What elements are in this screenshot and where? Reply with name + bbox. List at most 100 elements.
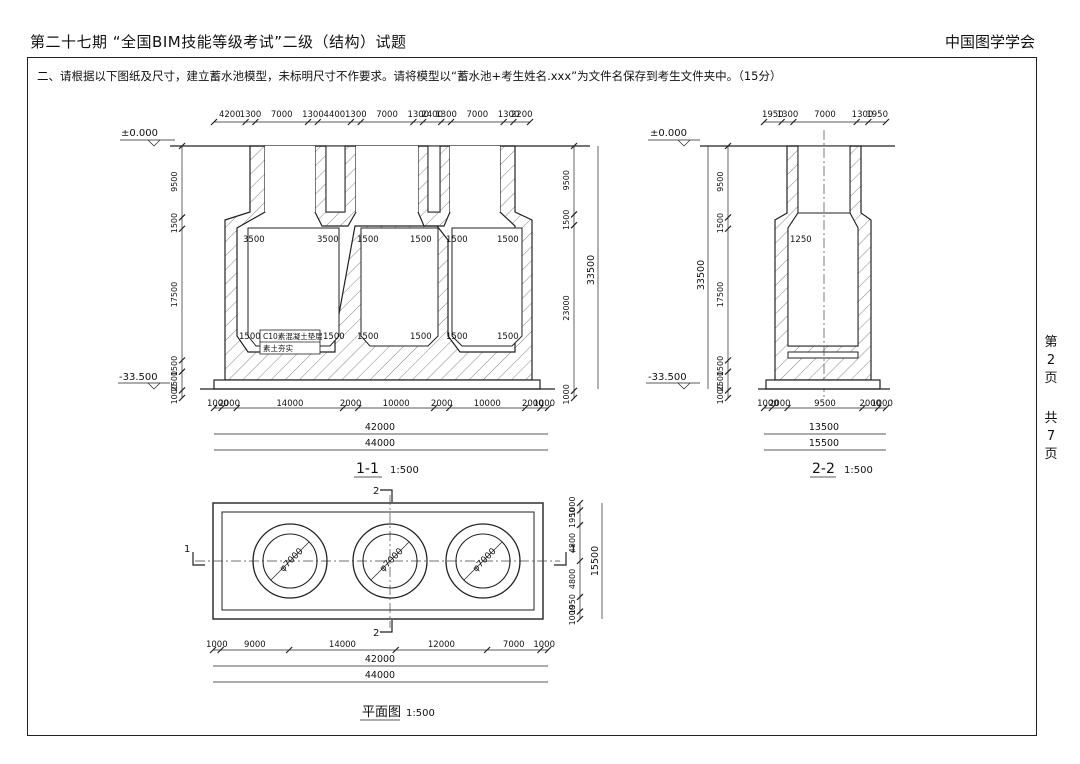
plan-bottom-tick — [536, 646, 544, 654]
s2-left-label-3: 1500 — [716, 356, 725, 376]
s2-left-label-5: 1000 — [716, 384, 725, 404]
s1-bottom-tick — [218, 404, 226, 412]
s1-bottom-label-5: 2000 — [431, 399, 453, 409]
s2-top-tick — [760, 118, 768, 126]
elev-top-2-text: ±0.000 — [650, 128, 687, 139]
chamber-interior-2 — [787, 212, 859, 347]
cut-1-left — [192, 552, 205, 566]
s1-left-label-3: 1500 — [170, 356, 179, 376]
s1-bottom-tick — [445, 404, 453, 412]
chamfer-3: 1500 — [357, 235, 379, 245]
s1-top-label-4: 4400 — [324, 110, 346, 120]
fill-left — [265, 146, 315, 212]
s1-left-label-2: 17500 — [170, 282, 179, 307]
s1-bottom-label-1: 2000 — [218, 399, 240, 409]
s2-top-tick — [853, 118, 861, 126]
plan-bottom-label-4: 7000 — [503, 640, 525, 650]
elevation-bottom-2: -33.500 — [646, 372, 700, 390]
s2-bottom-label-1: 2000 — [769, 399, 791, 409]
s2-top-label-1: 1300 — [777, 110, 799, 120]
plan-bottom-tick — [217, 646, 225, 654]
s2-bottom-tick — [760, 404, 768, 412]
s2-left-label-2: 17500 — [716, 282, 725, 307]
sump-2 — [787, 351, 859, 359]
cut-2-top-label: 2 — [373, 486, 379, 497]
chamfer-4: 1500 — [410, 235, 432, 245]
s1-top-label-11: 1300 — [498, 110, 520, 120]
elev-bottom-2-text: -33.500 — [648, 372, 687, 383]
page-marker-0: 第 — [1044, 335, 1058, 350]
plan-right-tick — [576, 593, 584, 601]
s1-right-tick — [570, 142, 578, 150]
s2-top-label-3: 1300 — [852, 110, 874, 120]
s1-top-label-5: 1300 — [345, 110, 367, 120]
s1-top-label-9: 1300 — [435, 110, 457, 120]
s1-bottom-tick — [544, 404, 552, 412]
plan-right-total: 15500 — [590, 546, 601, 576]
s1-bottom-tick — [339, 404, 347, 412]
s1-top-tick — [251, 118, 259, 126]
s1-top-tick — [419, 118, 427, 126]
s1-top-tick — [210, 118, 218, 126]
plan-bottom-tick — [209, 646, 217, 654]
s1-top-tick — [347, 118, 355, 126]
cut-1-right-label: 1 — [570, 544, 576, 555]
note-line1: C10素混凝土垫层 — [263, 331, 323, 341]
s1-top-tick — [357, 118, 365, 126]
elevation-bottom-1: -33.500 — [118, 372, 170, 390]
s1-left-tick — [178, 225, 186, 233]
chamber-2 — [360, 227, 439, 347]
plan-right-tick — [576, 507, 584, 514]
chamfer-7: 1500 — [239, 332, 261, 342]
s1-top-label-12: 2200 — [511, 110, 533, 120]
s2-top-label-0: 1950 — [762, 110, 784, 120]
s2-left-tick — [724, 394, 732, 402]
section-2-title: 2-2 — [812, 461, 835, 477]
s1-top-tick — [526, 118, 534, 126]
chamfer-1: 3500 — [243, 235, 265, 245]
note-line2: 素土夯实 — [263, 343, 293, 353]
elevation-top-2: ±0.000 — [648, 128, 700, 147]
s1-bottom-label-8: 1000 — [533, 399, 555, 409]
chamber-1 — [247, 227, 340, 347]
s2-top-tick — [864, 118, 872, 126]
plan-inner-total: 42000 — [365, 654, 395, 665]
s1-right-label-0: 9500 — [562, 170, 571, 190]
plan-right-label-3: 4800 — [568, 569, 577, 589]
s1-left-tick — [178, 356, 186, 364]
s1-left-tick — [178, 394, 186, 402]
fill-right — [450, 146, 500, 212]
cut-2-bottom-label: 2 — [373, 628, 379, 639]
chamfer-2-label: 1250 — [790, 235, 812, 245]
s2-bottom-tick — [858, 404, 866, 412]
s1-bottom-label-2: 14000 — [276, 399, 303, 409]
s1-left-tick — [178, 142, 186, 150]
s1-bottom-tick — [536, 404, 544, 412]
s1-right-tick — [570, 221, 578, 229]
page-marker-2: 页 — [1044, 371, 1058, 386]
s1-top-label-2: 7000 — [271, 110, 293, 120]
plan-right-label-2: 4800 — [568, 533, 577, 553]
plan-title: 平面图 — [362, 705, 401, 720]
s1-bottom-label-3: 2000 — [340, 399, 362, 409]
s1-bottom-tick — [210, 404, 218, 412]
plan-bottom-tick — [544, 646, 552, 654]
s2-left-label-1: 1500 — [716, 213, 725, 233]
outer-total-1: 44000 — [365, 438, 395, 449]
s2-bottom-tick — [784, 404, 792, 412]
s1-right-tick — [570, 387, 578, 395]
page-marker-1: 2 — [1046, 353, 1056, 368]
chamfer-6: 1500 — [497, 235, 519, 245]
s2-left-label-0: 9500 — [716, 172, 725, 192]
s1-bottom-label-6: 10000 — [474, 399, 501, 409]
page-marker-4: 7 — [1046, 429, 1056, 444]
s1-left-label-1: 1500 — [170, 213, 179, 233]
elev-top-1-text: ±0.000 — [121, 128, 158, 139]
